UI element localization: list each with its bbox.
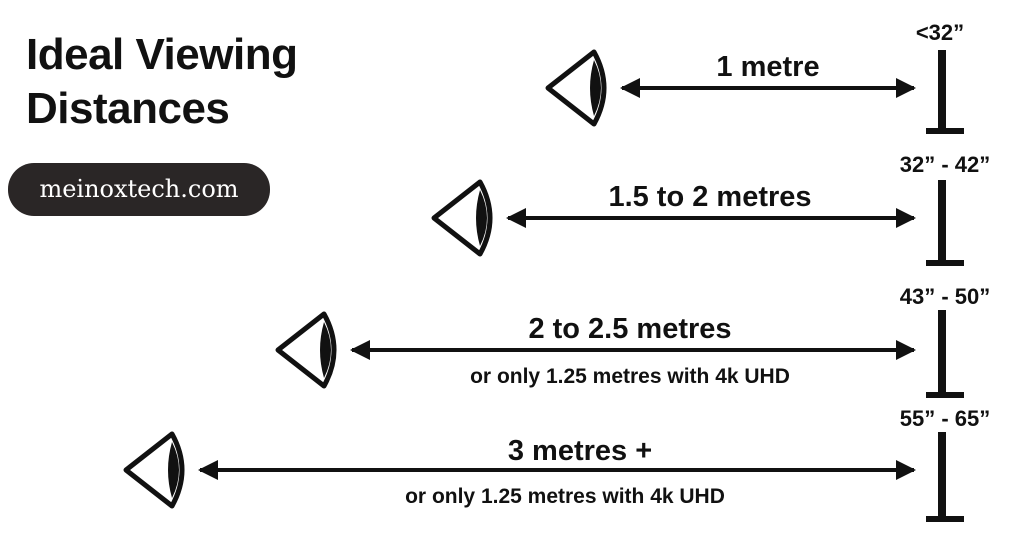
title-line-1: Ideal Viewing bbox=[26, 30, 298, 79]
eye-icon bbox=[123, 431, 185, 509]
site-badge: meinoxtech.com bbox=[8, 163, 270, 216]
tv-side-icon bbox=[926, 432, 964, 522]
eye-icon bbox=[431, 179, 493, 257]
screen-size-label: 43” - 50” bbox=[899, 284, 991, 309]
tv-side-icon bbox=[926, 180, 964, 266]
title-line-2: Distances bbox=[26, 84, 230, 133]
distance-label: 3 metres + bbox=[507, 435, 653, 467]
distance-label: 2 to 2.5 metres bbox=[528, 313, 732, 345]
tv-side-icon bbox=[926, 310, 964, 398]
screen-size-label: 55” - 65” bbox=[899, 406, 991, 431]
eye-icon bbox=[275, 311, 337, 389]
distance-label: 1 metre bbox=[716, 51, 820, 83]
distance-label: 1.5 to 2 metres bbox=[608, 181, 812, 213]
screen-size-label: 32” - 42” bbox=[899, 152, 991, 177]
eye-icon bbox=[545, 49, 607, 127]
page-title: Ideal Viewing Distances bbox=[26, 28, 298, 136]
tv-side-icon bbox=[926, 50, 964, 134]
screen-size-label: <32” bbox=[915, 20, 965, 45]
distance-note: or only 1.25 metres with 4k UHD bbox=[470, 365, 790, 388]
distance-note: or only 1.25 metres with 4k UHD bbox=[405, 485, 725, 508]
